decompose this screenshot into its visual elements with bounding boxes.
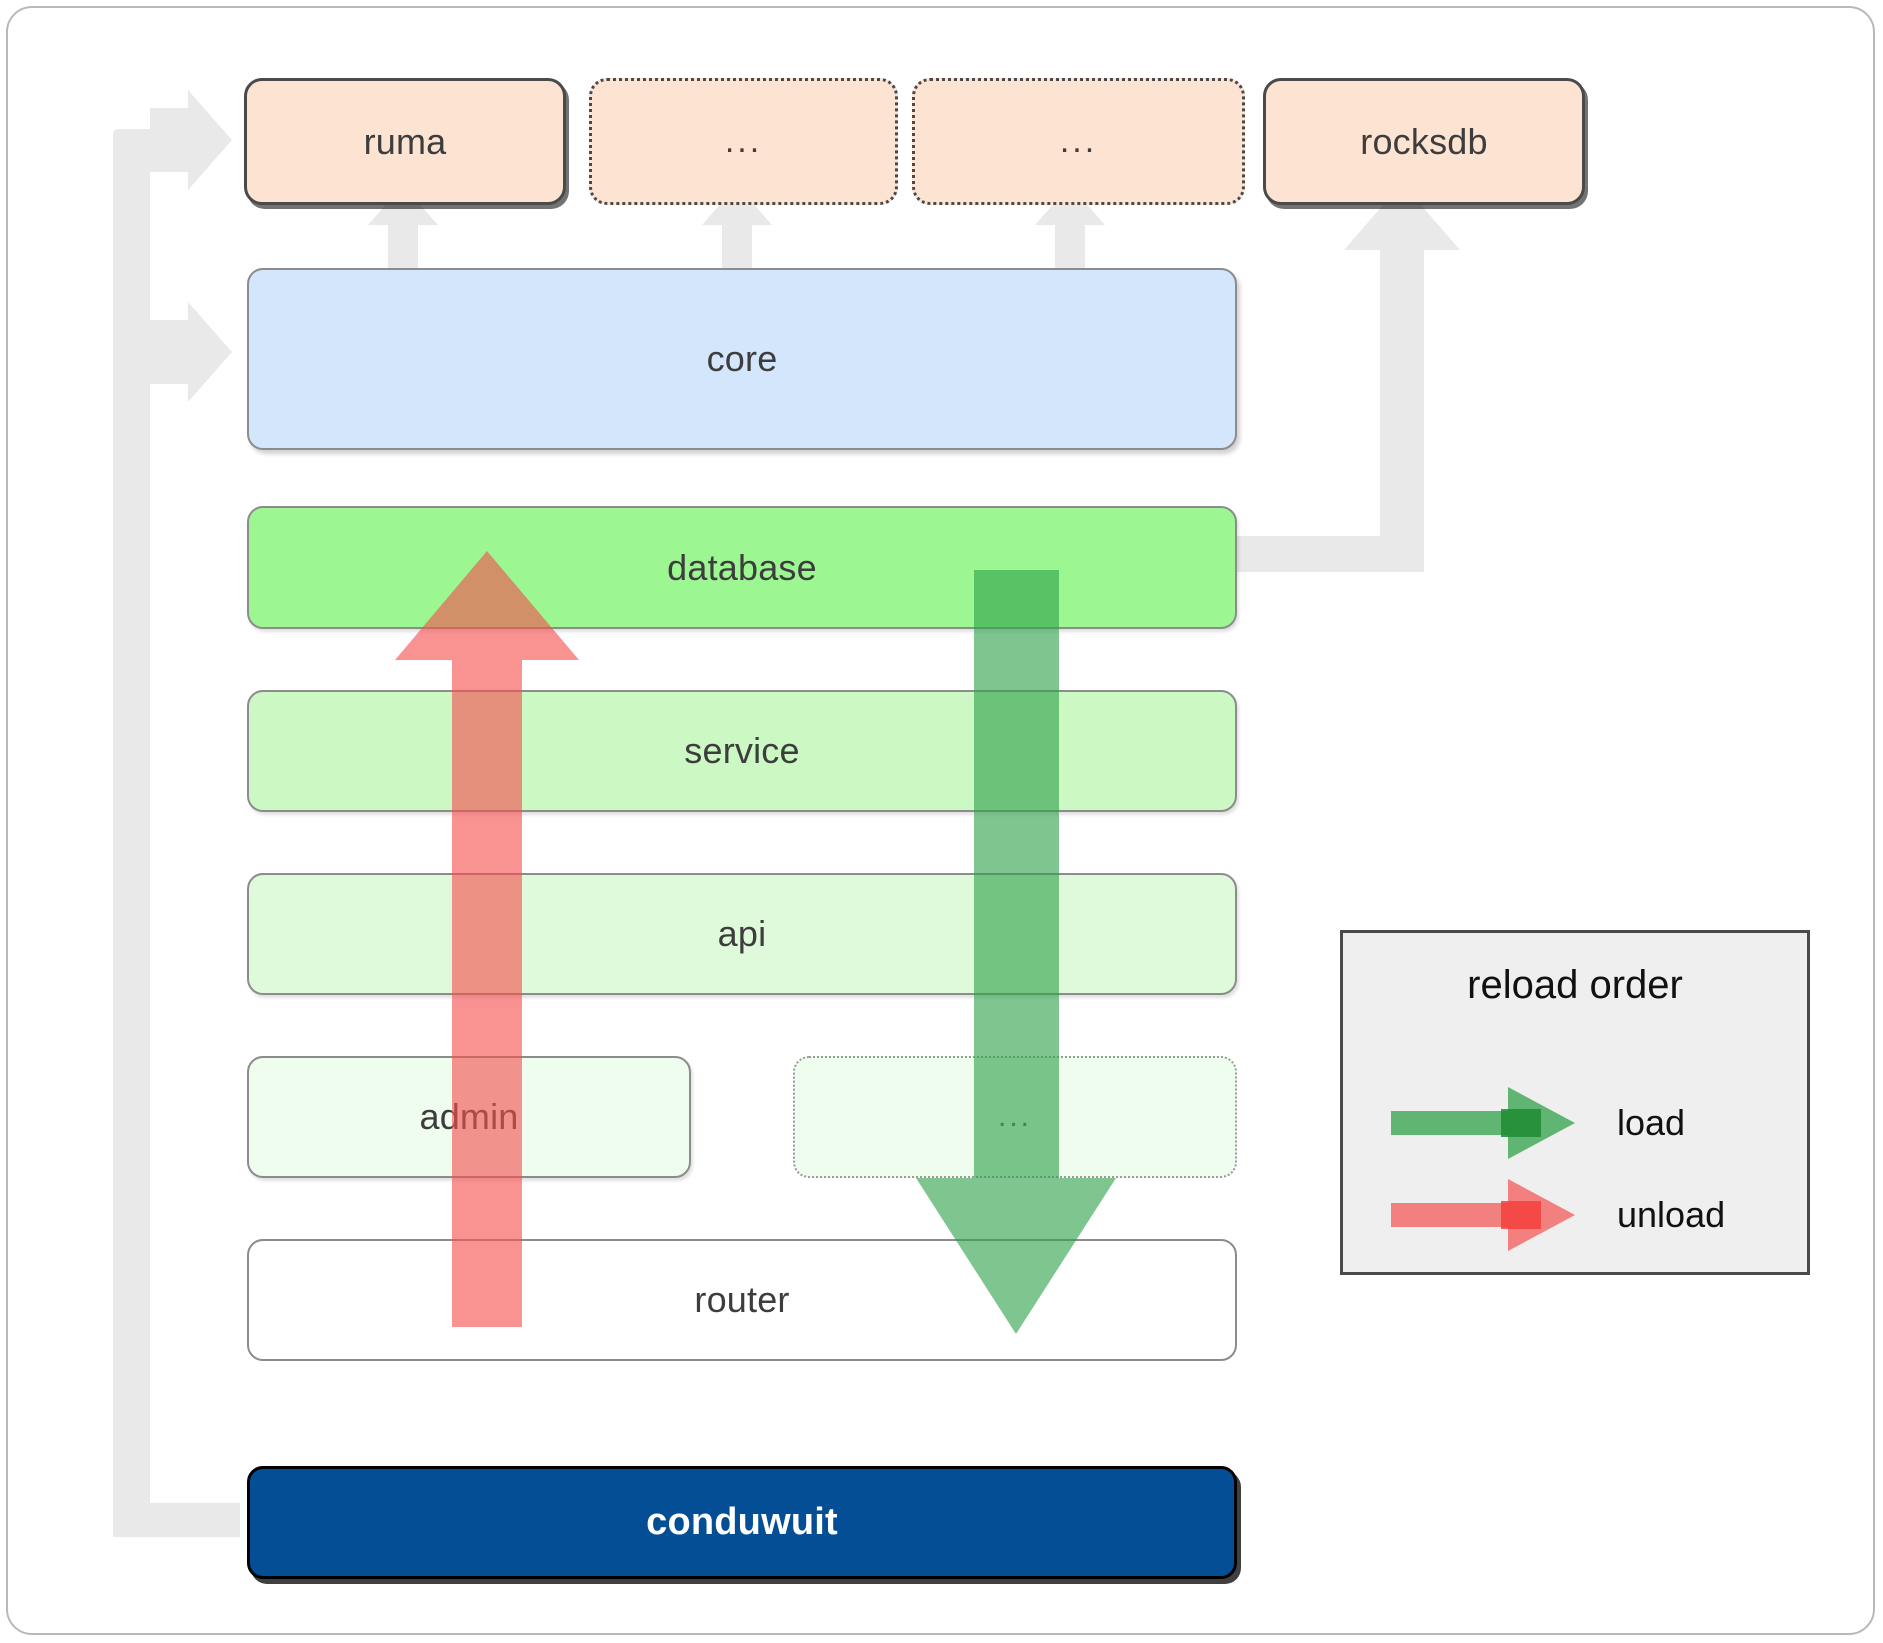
crate-box-ruma[interactable]: ruma (244, 78, 566, 205)
crate-box-etc2[interactable]: ... (912, 78, 1245, 205)
layer-label-etc3: ... (997, 1100, 1032, 1133)
legend-panel: reload order load unload (1340, 930, 1810, 1275)
layer-label-database: database (667, 546, 817, 588)
crate-box-rocksdb[interactable]: rocksdb (1263, 78, 1585, 205)
layer-box-etc3[interactable]: ... (793, 1056, 1237, 1178)
layer-box-database[interactable]: database (247, 506, 1237, 629)
crate-label-ruma: ruma (363, 120, 447, 162)
crate-label-etc1: ... (724, 122, 763, 160)
crate-label-etc2: ... (1059, 122, 1098, 160)
layer-box-admin[interactable]: admin (247, 1056, 691, 1178)
layer-label-router: router (694, 1279, 790, 1320)
unload-arrow-icon (1391, 1179, 1575, 1251)
legend-title: reload order (1467, 963, 1683, 1007)
layer-label-service: service (684, 730, 800, 771)
crate-label-rocksdb: rocksdb (1360, 120, 1488, 162)
legend-row-unload: unload (1383, 1173, 1725, 1257)
layer-box-service[interactable]: service (247, 690, 1237, 812)
legend-label-unload: unload (1617, 1194, 1726, 1235)
diagram-frame (6, 6, 1875, 1635)
load-arrow-icon (1391, 1087, 1575, 1159)
core-label: core (706, 338, 778, 379)
conduwuit-box[interactable]: conduwuit (247, 1466, 1237, 1579)
legend-row-load: load (1383, 1081, 1685, 1165)
core-box[interactable]: core (247, 268, 1237, 450)
layer-box-router[interactable]: router (247, 1239, 1237, 1361)
conduwuit-label: conduwuit (646, 1501, 838, 1543)
legend-label-load: load (1617, 1102, 1686, 1143)
layer-label-api: api (717, 913, 767, 954)
layer-box-api[interactable]: api (247, 873, 1237, 995)
crate-box-etc1[interactable]: ... (589, 78, 898, 205)
layer-label-admin: admin (419, 1096, 519, 1137)
